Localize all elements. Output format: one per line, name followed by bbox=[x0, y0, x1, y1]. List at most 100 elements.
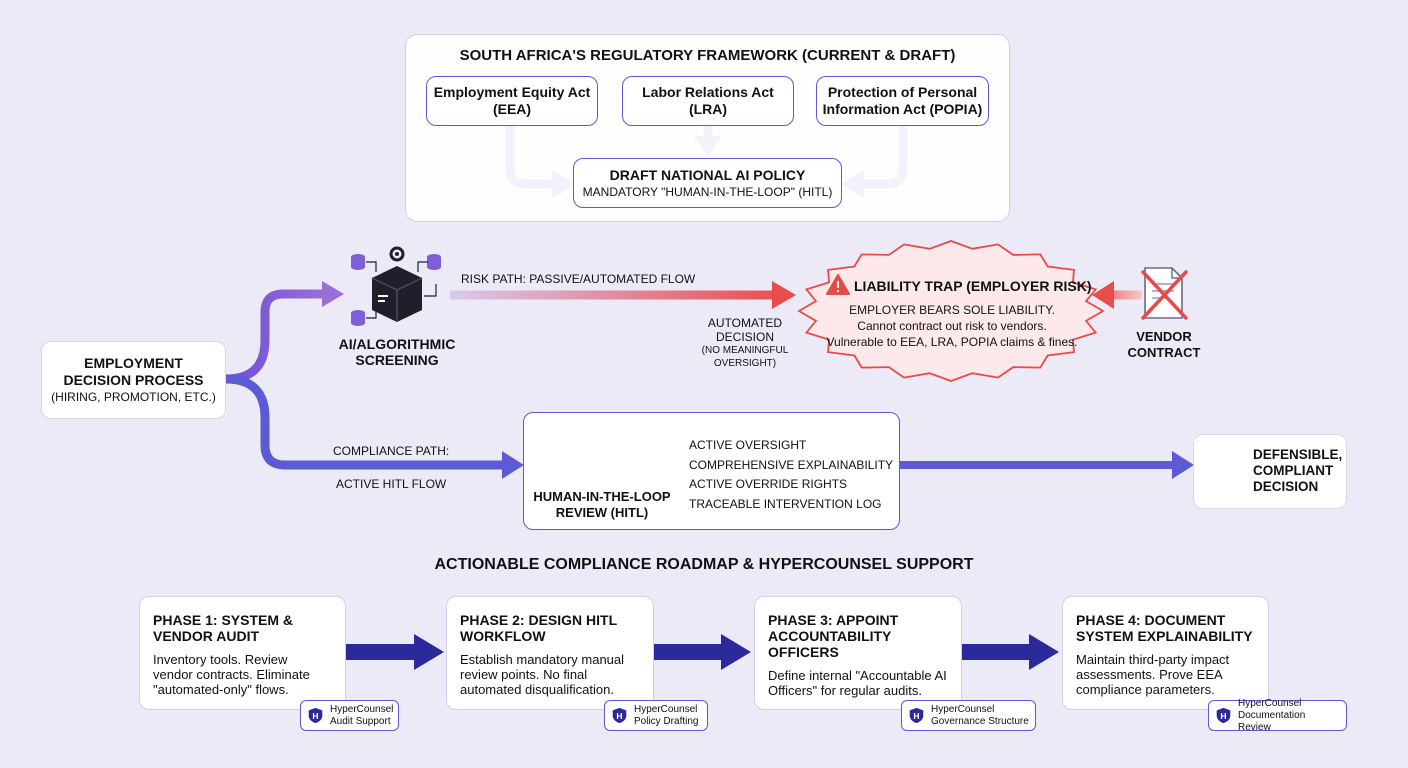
arrowhead-hitl bbox=[502, 451, 524, 479]
act-popia-box: Protection of Personal Information Act (… bbox=[816, 76, 989, 126]
phase-4-title-2: SYSTEM EXPLAINABILITY bbox=[1076, 628, 1253, 644]
svg-text:H: H bbox=[312, 711, 318, 721]
phase-3-title-1: PHASE 3: APPOINT bbox=[768, 612, 899, 628]
vendor-line1: VENDOR bbox=[1136, 329, 1192, 344]
screening-line2: SCREENING bbox=[355, 352, 439, 368]
trap-line-2: Cannot contract out risk to vendors. bbox=[857, 319, 1047, 333]
automated-decision-line1: AUTOMATED bbox=[707, 316, 783, 330]
phase-1-body-1: Inventory tools. Review bbox=[153, 652, 288, 667]
phase-2-tag-line2: Policy Drafting bbox=[634, 715, 699, 727]
liability-trap-title: LIABILITY TRAP (EMPLOYER RISK) bbox=[854, 278, 1092, 294]
roadmap-title: ACTIONABLE COMPLIANCE ROADMAP & HYPERCOU… bbox=[434, 556, 974, 573]
warning-icon bbox=[826, 274, 850, 295]
phase-2-tag-line1: HyperCounsel bbox=[634, 703, 698, 715]
phase-1-title-2: VENDOR AUDIT bbox=[153, 628, 260, 644]
screening-label: AI/ALGORITHMIC SCREENING bbox=[322, 336, 472, 368]
connector-process-screening bbox=[225, 289, 326, 384]
phase-4-title-1: PHASE 4: DOCUMENT bbox=[1076, 612, 1226, 628]
act-eea-box: Employment Equity Act (EEA) bbox=[426, 76, 598, 126]
hitl-label: HUMAN-IN-THE-LOOP REVIEW (HITL) bbox=[530, 489, 674, 521]
liability-trap-burst bbox=[797, 240, 1105, 382]
vendor-contract-label: VENDOR CONTRACT bbox=[1120, 329, 1208, 361]
hitl-feature-4: TRACEABLE INTERVENTION LOG bbox=[689, 496, 882, 511]
phase-3-tag-line1: HyperCounsel bbox=[931, 703, 995, 715]
oversight-note-line1: (NO MEANINGFUL bbox=[701, 345, 789, 356]
employment-decision-box: EMPLOYMENT DECISION PROCESS (HIRING, PRO… bbox=[41, 341, 226, 419]
svg-text:H: H bbox=[1220, 711, 1226, 721]
hypercounsel-shield-icon: H bbox=[308, 707, 323, 724]
hitl-review-box bbox=[523, 412, 900, 530]
compliance-path-label: COMPLIANCE PATH: bbox=[333, 444, 450, 458]
liability-trap-body: EMPLOYER BEARS SOLE LIABILITY. Cannot co… bbox=[812, 302, 1092, 350]
act-eea-line1: Employment Equity Act bbox=[433, 84, 591, 100]
active-hitl-flow-label: ACTIVE HITL FLOW bbox=[336, 477, 447, 491]
arrowhead-vendor bbox=[1092, 281, 1114, 309]
automated-decision-line2: DECISION bbox=[715, 330, 774, 344]
act-lra-line2: (LRA) bbox=[688, 101, 728, 117]
outcome-label: DEFENSIBLE, COMPLIANT DECISION bbox=[1253, 447, 1342, 495]
compliant-decision-box bbox=[1193, 434, 1347, 509]
hitl-line2: REVIEW (HITL) bbox=[555, 505, 649, 520]
hypercounsel-shield-icon: H bbox=[1216, 707, 1231, 724]
screening-line1: AI/ALGORITHMIC bbox=[338, 336, 456, 352]
phase-1-tag-line2: Audit Support bbox=[330, 715, 391, 727]
phase-4-body-3: compliance parameters. bbox=[1076, 682, 1215, 697]
risk-path-label: RISK PATH: PASSIVE/AUTOMATED FLOW bbox=[461, 272, 696, 286]
connector-process-hitl bbox=[225, 374, 506, 470]
outcome-line2: COMPLIANT bbox=[1253, 463, 1334, 478]
hitl-features: ACTIVE OVERSIGHT COMPREHENSIVE EXPLAINAB… bbox=[689, 436, 893, 514]
phase-4-tag-line2: Documentation Review bbox=[1238, 709, 1306, 733]
svg-text:H: H bbox=[616, 711, 622, 721]
hitl-feature-2: COMPREHENSIVE EXPLAINABILITY bbox=[689, 457, 894, 472]
ai-policy-title: DRAFT NATIONAL AI POLICY bbox=[609, 166, 806, 183]
roadmap-arrowhead-1 bbox=[414, 634, 444, 670]
process-line2: DECISION PROCESS bbox=[63, 371, 204, 388]
phase-3-tag-line2: Governance Structure bbox=[931, 715, 1029, 727]
phase-2-body-3: automated disqualification. bbox=[460, 682, 614, 697]
oversight-note-line2: OVERSIGHT) bbox=[713, 358, 777, 369]
phase-3-body-1: Define internal "Accountable AI bbox=[768, 668, 947, 683]
framework-title: SOUTH AFRICA'S REGULATORY FRAMEWORK (CUR… bbox=[459, 47, 956, 64]
hypercounsel-shield-icon: H bbox=[909, 707, 924, 724]
phase-2-body-1: Establish mandatory manual bbox=[460, 652, 625, 667]
phase-1-tag-line1: HyperCounsel bbox=[330, 703, 394, 715]
act-popia-line1: Protection of Personal bbox=[827, 84, 978, 100]
hitl-feature-1: ACTIVE OVERSIGHT bbox=[689, 438, 807, 452]
act-lra-line1: Labor Relations Act bbox=[642, 84, 774, 100]
outcome-line1: DEFENSIBLE, bbox=[1253, 447, 1343, 462]
phase-3-title-2: ACCOUNTABILITY OFFICERS bbox=[768, 628, 892, 660]
phase-1-card: PHASE 1: SYSTEM & VENDOR AUDIT Inventory… bbox=[139, 596, 346, 710]
process-line3: (HIRING, PROMOTION, ETC.) bbox=[51, 389, 216, 404]
trap-line-3: Vulnerable to EEA, LRA, POPIA claims & f… bbox=[826, 335, 1078, 349]
hitl-feature-3: ACTIVE OVERRIDE RIGHTS bbox=[689, 477, 848, 491]
arrowhead-screening bbox=[322, 281, 344, 307]
phase-1-title-1: PHASE 1: SYSTEM & bbox=[153, 612, 294, 628]
act-lra-box: Labor Relations Act (LRA) bbox=[622, 76, 794, 126]
roadmap-arrowhead-3 bbox=[1029, 634, 1059, 670]
phase-1-body-2: vendor contracts. Eliminate bbox=[153, 667, 310, 682]
act-popia-line2: Information Act (POPIA) bbox=[822, 101, 983, 117]
roadmap-arrowhead-2 bbox=[721, 634, 751, 670]
outcome-line3: DECISION bbox=[1253, 479, 1319, 494]
act-eea-line2: (EEA) bbox=[492, 101, 532, 117]
phase-2-title-2: WORKFLOW bbox=[460, 628, 546, 644]
hypercounsel-shield-icon: H bbox=[612, 707, 627, 724]
phase-3-body-2: Officers" for regular audits. bbox=[768, 683, 922, 698]
ai-screening-icon bbox=[351, 246, 441, 326]
phase-2-card: PHASE 2: DESIGN HITL WORKFLOW Establish … bbox=[446, 596, 654, 710]
trap-line-1: EMPLOYER BEARS SOLE LIABILITY. bbox=[849, 303, 1055, 317]
phase-1-body-3: "automated-only" flows. bbox=[153, 682, 289, 697]
arrowhead-outcome bbox=[1172, 451, 1194, 479]
vendor-contract-icon bbox=[1141, 267, 1188, 320]
phase-4-body-1: Maintain third-party impact bbox=[1076, 652, 1230, 667]
phase-4-tag-line1: HyperCounsel bbox=[1238, 697, 1302, 709]
phase-4-card: PHASE 4: DOCUMENT SYSTEM EXPLAINABILITY … bbox=[1062, 596, 1269, 710]
process-line1: EMPLOYMENT bbox=[84, 354, 183, 371]
phase-2-body-2: review points. No final bbox=[460, 667, 588, 682]
phase-3-card: PHASE 3: APPOINT ACCOUNTABILITY OFFICERS… bbox=[754, 596, 962, 710]
